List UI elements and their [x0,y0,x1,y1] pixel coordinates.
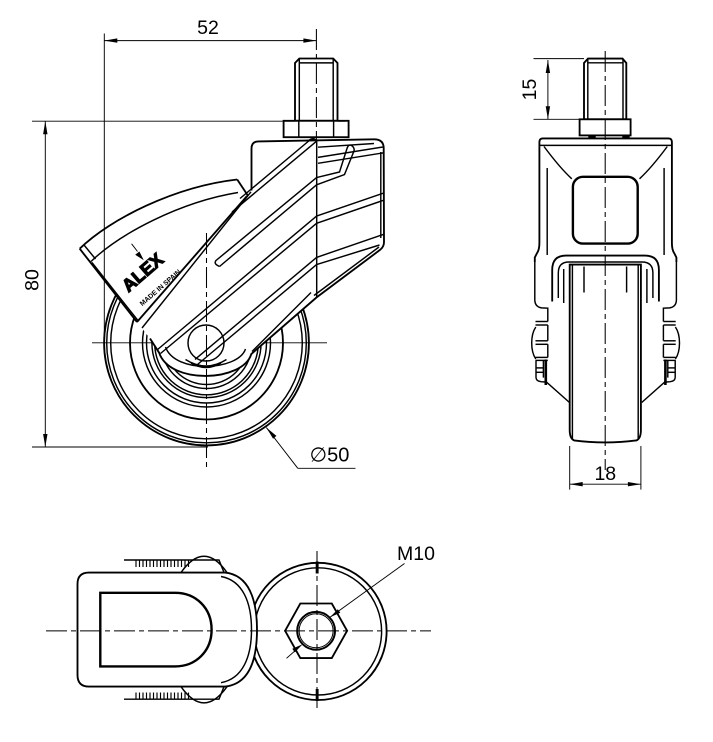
svg-text:80: 80 [22,269,44,291]
svg-text:M10: M10 [397,543,435,565]
svg-text:18: 18 [594,463,616,485]
svg-text:52: 52 [197,17,219,39]
svg-text:∅50: ∅50 [310,445,350,467]
svg-text:15: 15 [519,79,541,101]
